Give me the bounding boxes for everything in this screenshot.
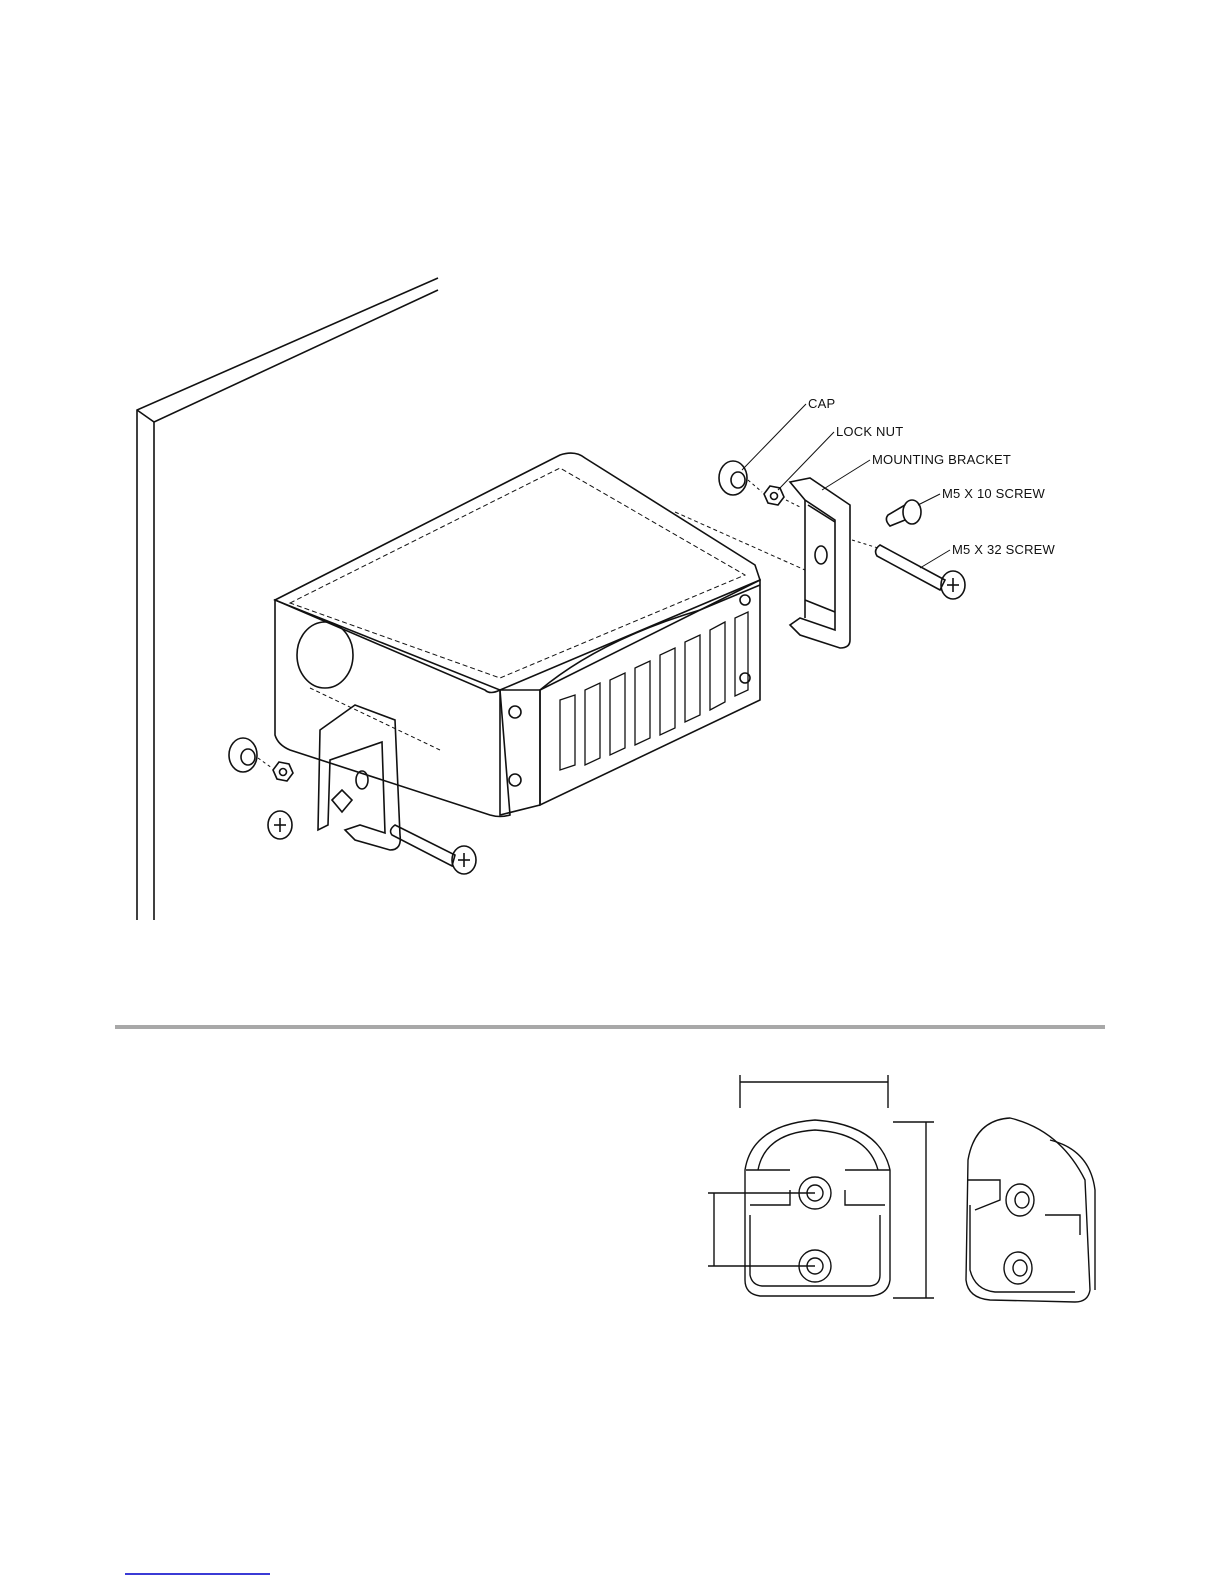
left-bracket-assembly	[229, 705, 476, 874]
section-divider	[115, 1025, 1105, 1029]
callout-mounting-bracket: MOUNTING BRACKET	[872, 452, 1011, 467]
cap-perspective-drawing	[966, 1118, 1095, 1302]
callout-cap: CAP	[808, 396, 835, 411]
mounting-bracket-part	[790, 478, 850, 648]
right-bracket-assembly	[719, 461, 965, 648]
cap-dimension-drawing	[708, 1075, 934, 1298]
left-mounting-bracket-part	[318, 705, 400, 850]
front-port	[297, 622, 353, 688]
footer-link-underline[interactable]	[125, 1573, 270, 1575]
lock-nut-part	[764, 486, 784, 505]
cap-part	[719, 461, 747, 495]
mounting-wall	[137, 278, 438, 920]
callout-m5x10-screw: M5 X 10 SCREW	[942, 486, 1045, 501]
left-lock-nut-part	[273, 762, 293, 781]
m5x10-screw-part	[886, 500, 921, 526]
callout-lock-nut: LOCK NUT	[836, 424, 903, 439]
left-cap-part	[229, 738, 257, 772]
radio-unit	[275, 453, 805, 816]
heatsink-fins	[560, 612, 748, 770]
callout-m5x32-screw: M5 X 32 SCREW	[952, 542, 1055, 557]
